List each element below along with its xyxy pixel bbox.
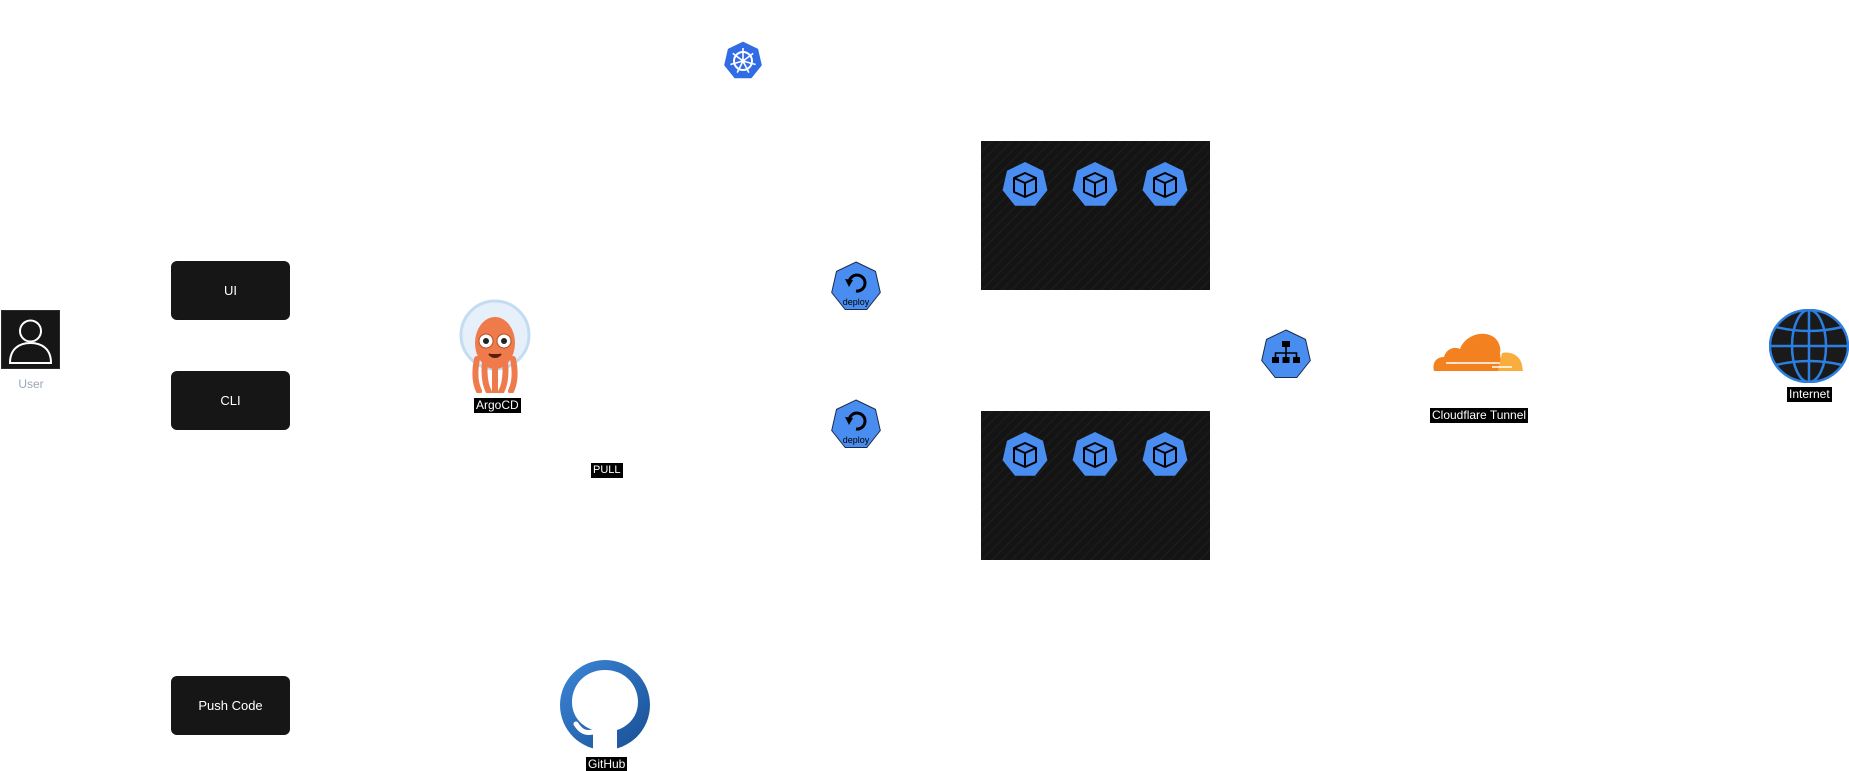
cloudflare-label: Cloudflare Tunnel: [1430, 408, 1529, 423]
github-icon: [560, 660, 650, 751]
globe-icon: [1769, 309, 1849, 383]
push-code-button[interactable]: Push Code: [171, 676, 290, 735]
user-node: [1, 310, 60, 369]
cloudflare-icon: [1433, 333, 1523, 371]
pod-icon: [1142, 162, 1188, 206]
internet-label: Internet: [1787, 387, 1832, 402]
github-label: GitHub: [586, 757, 628, 771]
argocd-label: ArgoCD: [474, 398, 521, 413]
pod-icon: [1002, 432, 1048, 476]
node-group: [981, 141, 1210, 290]
deployment-label: deploy: [843, 435, 870, 445]
pod-icon: [1002, 162, 1048, 206]
pod-icon: [1072, 162, 1118, 206]
node-group: [981, 411, 1210, 560]
deployment-icon: deploy: [831, 399, 881, 448]
deployment-icon: deploy: [831, 261, 881, 310]
kubernetes-icon: [722, 40, 764, 80]
pull-label: PULL: [591, 463, 623, 478]
user-icon: [8, 319, 53, 364]
service-icon: [1261, 329, 1311, 378]
user-label: User: [18, 377, 44, 391]
ui-button[interactable]: UI: [171, 261, 290, 320]
argocd-icon: [459, 299, 531, 393]
pod-icon: [1142, 432, 1188, 476]
deployment-label: deploy: [843, 297, 870, 307]
cli-button[interactable]: CLI: [171, 371, 290, 430]
pod-icon: [1072, 432, 1118, 476]
